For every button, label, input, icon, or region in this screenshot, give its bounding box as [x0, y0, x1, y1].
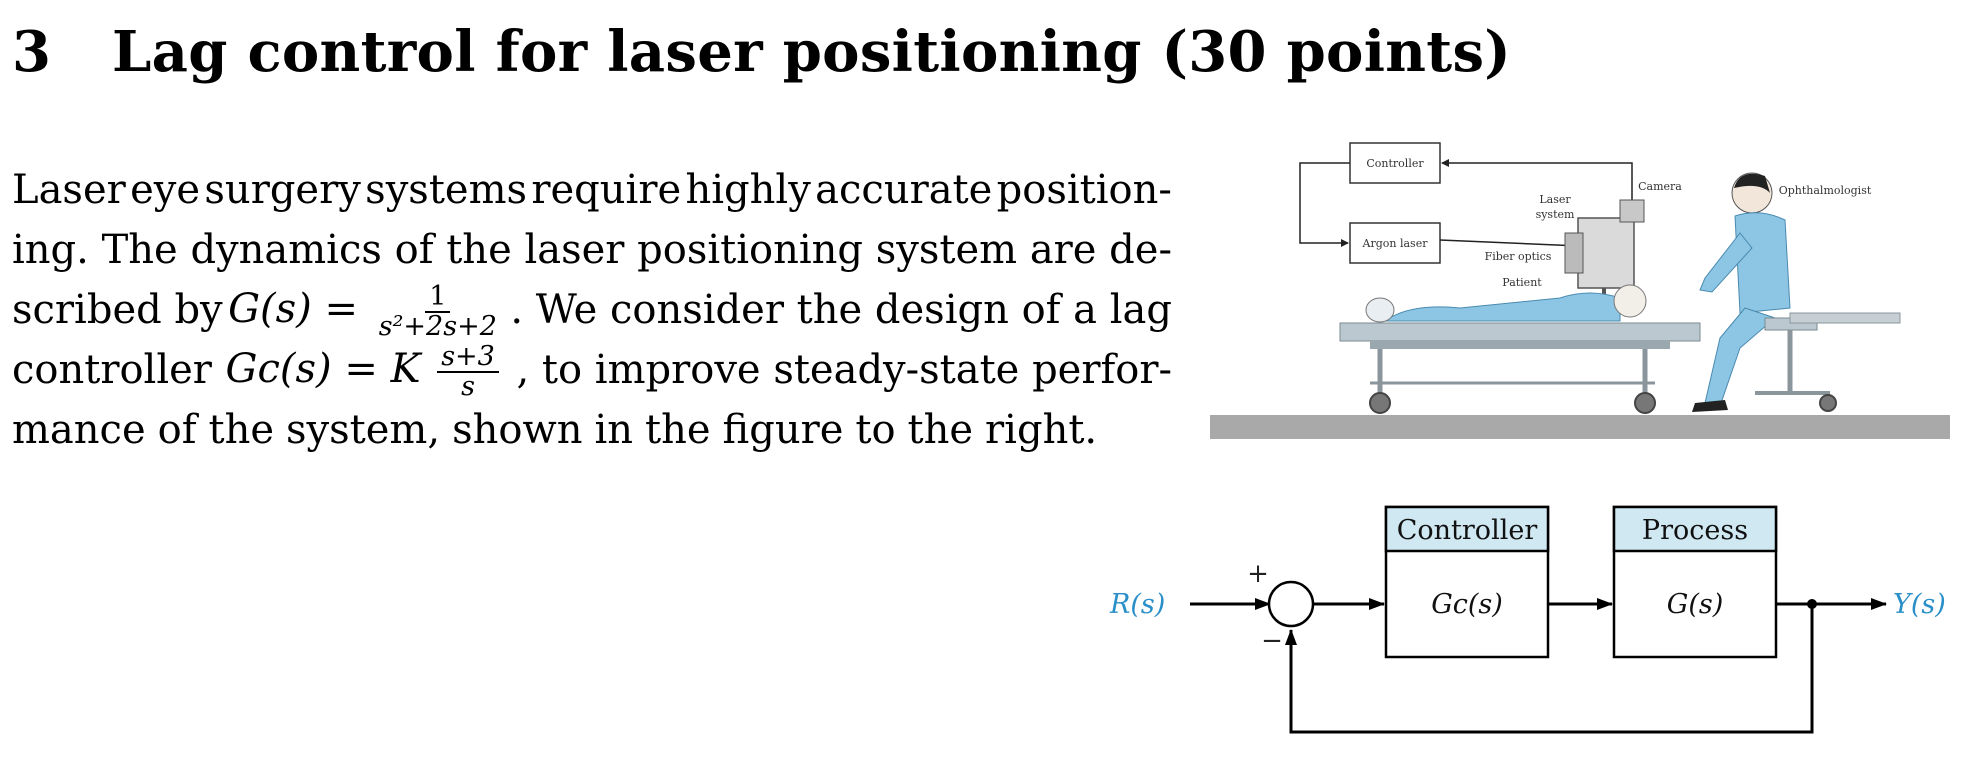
floor	[1210, 415, 1950, 439]
wheel	[1634, 392, 1656, 414]
camera-feedback-wire	[1441, 159, 1633, 203]
word: de-	[1109, 227, 1172, 273]
plant-equation: G(s) = 1 s²+2s+2	[228, 279, 505, 341]
side-rail	[1789, 312, 1901, 324]
doctor-torso	[1734, 212, 1791, 314]
feedback-path	[1285, 604, 1814, 734]
word: of	[394, 227, 434, 273]
word: figure	[722, 407, 844, 453]
laser-surgery-illustration: Controller Argon laser Camera Laser syst…	[1200, 138, 1960, 448]
word: of	[157, 407, 197, 453]
fiber-optic-cable	[1439, 239, 1581, 247]
argon-laser-box	[1349, 222, 1441, 264]
doctor-shoes	[1692, 400, 1728, 412]
output-signal-label: Y(s)	[1893, 589, 1946, 620]
controller-fraction: s+3 s	[437, 343, 499, 401]
plant-numerator: 1	[425, 283, 451, 313]
patient-label: Patient	[1502, 276, 1542, 289]
stool-wheel	[1819, 394, 1837, 412]
section-title: Lag control for laser positioning (30 po…	[112, 19, 1512, 85]
word: highly	[685, 167, 811, 213]
controller-equation: Gc(s) = K s+3 s	[226, 339, 503, 401]
word: system,	[286, 407, 441, 453]
controller-label: Controller	[1366, 157, 1424, 170]
plant-lhs: G(s) =	[228, 286, 359, 332]
word: the	[446, 227, 512, 273]
camera	[1619, 199, 1645, 223]
word: in	[594, 407, 634, 453]
controller-numerator: s+3	[437, 343, 499, 373]
input-signal-label: R(s)	[1109, 589, 1165, 620]
controller-block-header	[1384, 505, 1550, 553]
summing-junction	[1267, 580, 1315, 628]
doctor-hair	[1734, 173, 1770, 193]
block-diagram-svg: R(s) + − Controller Gc(s) Process G(s) Y…	[1109, 505, 1946, 734]
word: ing.	[12, 227, 89, 273]
word: position-	[996, 167, 1172, 213]
word: laser	[524, 227, 625, 273]
controller-transfer-function: Gc(s)	[1431, 589, 1503, 620]
paragraph-line-2: ing. The dynamics of the laser positioni…	[12, 220, 1172, 280]
table-frame	[1370, 341, 1670, 349]
word: require	[531, 167, 682, 213]
wheel	[1369, 392, 1391, 414]
word: shown	[452, 407, 583, 453]
line4-suffix: , to improve steady-state perfor-	[516, 347, 1173, 393]
patient-body	[1383, 292, 1621, 322]
word: Laser	[12, 167, 126, 213]
process-block-header	[1612, 505, 1778, 553]
laser-system-label-2: system	[1536, 208, 1575, 221]
problem-paragraph: Laser eye surgery systems require highly…	[12, 160, 1172, 460]
word: dynamics	[190, 227, 382, 273]
word: surgery	[204, 167, 361, 213]
fiber-optics-label: Fiber optics	[1485, 250, 1552, 263]
table-top	[1339, 322, 1701, 342]
word: systems	[365, 167, 528, 213]
laser-system-unit	[1577, 217, 1635, 289]
camera-label: Camera	[1638, 180, 1682, 193]
controller-denominator: s	[461, 371, 475, 402]
laser-system-front	[1564, 232, 1584, 274]
paragraph-line-3: scribed by G(s) = 1 s²+2s+2 . We conside…	[12, 279, 1172, 341]
line4-prefix: controller	[12, 347, 212, 393]
minus-sign: −	[1261, 626, 1283, 656]
doctor-arm	[1699, 232, 1753, 293]
word: accurate	[815, 167, 993, 213]
word: right.	[985, 407, 1098, 453]
illustration-svg: Controller Argon laser Camera Laser syst…	[1210, 142, 1950, 439]
word: system	[875, 227, 1018, 273]
patient-feet	[1365, 297, 1395, 323]
paragraph-line-1: Laser eye surgery systems require highly…	[12, 160, 1172, 220]
feedback-block-diagram: R(s) + − Controller Gc(s) Process G(s) Y…	[1109, 492, 1966, 768]
section-number: 3	[12, 19, 52, 85]
argon-laser-label: Argon laser	[1362, 237, 1429, 250]
plant-fraction: 1 s²+2s+2	[375, 283, 501, 341]
word: are	[1029, 227, 1097, 273]
paragraph-line-4: controller Gc(s) = K s+3 s , to improve …	[12, 339, 1173, 401]
laser-system-label-1: Laser	[1539, 193, 1571, 206]
section-heading: 3 Lag control for laser positioning (30 p…	[12, 14, 1511, 90]
word: mance	[12, 407, 146, 453]
ophthalmologist-label: Ophthalmologist	[1779, 184, 1872, 197]
controller-lhs: Gc(s) = K	[225, 346, 421, 392]
word: the	[645, 407, 711, 453]
controller-to-laser-wire	[1299, 162, 1350, 247]
patient-head	[1613, 284, 1647, 318]
word: The	[101, 227, 178, 273]
word: eye	[130, 167, 201, 213]
paragraph-line-5: mance of the system, shown in the figure…	[12, 400, 1172, 460]
controller-block-title: Controller	[1397, 515, 1538, 546]
word: positioning	[637, 227, 864, 273]
process-transfer-function: G(s)	[1667, 589, 1724, 620]
line3-prefix: scribed by	[12, 287, 223, 333]
word: to	[855, 407, 896, 453]
word: the	[907, 407, 974, 453]
word: the	[208, 407, 275, 453]
plus-sign: +	[1247, 559, 1269, 589]
line3-suffix: . We consider the design of a lag	[510, 287, 1172, 333]
process-block-title: Process	[1642, 515, 1748, 546]
plant-denominator: s²+2s+2	[378, 311, 497, 342]
